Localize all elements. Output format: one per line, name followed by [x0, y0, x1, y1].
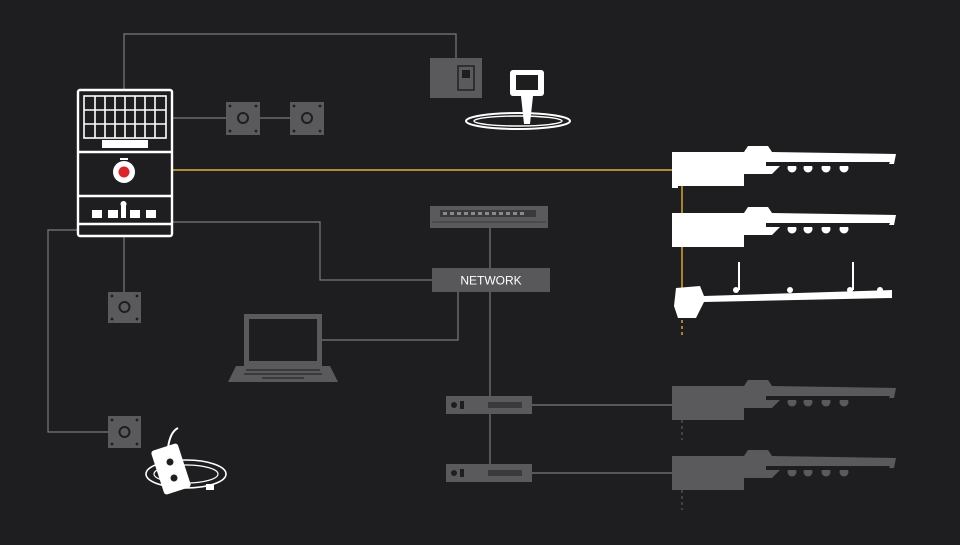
control-console[interactable] [76, 88, 174, 238]
crane-arm-5 [672, 450, 896, 490]
pendant-panel [108, 416, 141, 448]
wall-panel [108, 292, 141, 323]
camera-base-station [430, 58, 482, 98]
connector-panel-2 [290, 102, 324, 135]
rack-switch-icon [430, 206, 548, 228]
crane-arm-4 [672, 380, 896, 420]
primary-link [172, 169, 683, 336]
network-label: NETWORK [460, 274, 521, 288]
joystick-icon [92, 201, 156, 218]
network-box: NETWORK [432, 268, 550, 292]
link-console-network [172, 221, 432, 281]
link-console-camera [123, 33, 457, 90]
link-laptop-network [322, 292, 459, 341]
crane-arm-1 [672, 146, 896, 188]
rack-unit-1 [446, 396, 532, 414]
link-console-pendant [47, 229, 110, 433]
connector-panel-1 [226, 102, 260, 135]
laptop-icon [228, 314, 338, 382]
pendant-icon [145, 427, 227, 495]
handheld-camera-icon [465, 70, 571, 130]
rack-unit-2 [446, 464, 532, 482]
console-keypad [83, 95, 167, 139]
crane-arm-2 [672, 207, 896, 247]
crane-arm-3 [674, 262, 892, 318]
connection-lines [47, 33, 672, 474]
